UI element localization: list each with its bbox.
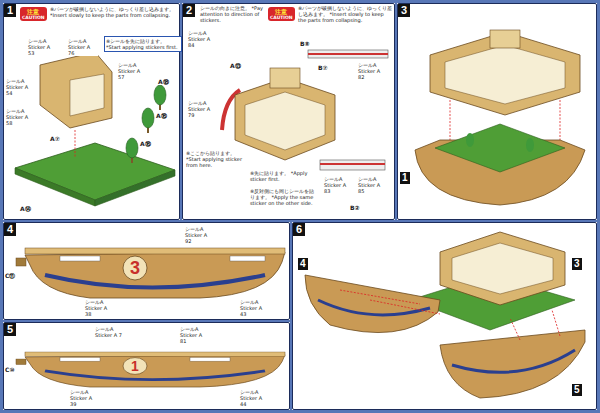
sticker-label: シールA Sticker A 43 [240,299,270,317]
part-number: A⑱ [158,78,169,85]
sticker-label: シールA Sticker A 39 [70,389,100,407]
sticker-label: シールA Sticker A 82 [358,62,388,80]
caution-badge: 注意CAUTION [268,7,295,21]
part-number: A⑦ [50,135,60,142]
step-number: 5 [4,323,16,336]
step-number: 6 [293,223,305,236]
step-number: 3 [398,4,410,17]
sticker-label: シールA Sticker A 38 [85,299,115,317]
instruction-note: ※シールを先に貼ります。 *Start applying stickers fi… [104,36,182,52]
step-panel: 3 [397,3,597,220]
sticker-label: シールA Sticker A 83 [324,176,354,194]
part-number: A⑯ [156,112,167,119]
part-number: B② [350,204,360,211]
sticker-label: シールA Sticker A 92 [185,226,215,244]
sticker-label: シールA Sticker A 57 [118,62,148,80]
callout-number: 5 [572,384,582,396]
part-number: B⑦ [318,64,328,71]
sticker-label: シールA Sticker A 58 [6,108,36,126]
instruction-note: ※反対側にも同じシールを貼ります。 *Apply the same sticke… [250,188,316,206]
caution-en: CAUTION [22,15,45,20]
hull-number: 1 [125,358,145,374]
instruction-note: ※パーツが破損しないように、ゆっくり差し込みます。 *Insert slowly… [298,5,393,23]
hull-number: 3 [125,258,145,278]
caution-jp: 注意 [22,8,45,15]
part-number: C⑩ [5,366,14,373]
instruction-note: ※ここから貼ります。 *Start applying sticker from … [186,150,244,168]
caution-jp: 注意 [270,8,293,15]
callout-number: 4 [298,258,308,270]
caution-en: CAUTION [270,15,293,20]
step-number: 2 [183,4,195,17]
sticker-label: シールA Sticker A 76 [68,38,98,56]
sticker-label: シールA Sticker A 44 [240,389,270,407]
step-panel: 6 [292,222,597,410]
sticker-label: シールA Sticker A 53 [28,38,58,56]
step-number: 4 [4,223,16,236]
part-number: A⑯ [140,140,151,147]
part-number: B⑧ [300,40,310,47]
sticker-label: シールA Sticker A 84 [188,30,218,48]
part-number: C⑪ [5,272,15,279]
sticker-label: シールA Sticker A 85 [358,176,388,194]
part-number: A⑭ [20,205,31,212]
sticker-label: シールA Sticker A 54 [6,78,36,96]
instruction-note: ※先に貼ります。 *Apply sticker first. [250,170,312,182]
sticker-label: シールA Sticker A 81 [180,326,210,344]
sticker-label: シールA Sticker A 7 [95,326,125,338]
instruction-note: ※パーツが破損しないように、ゆっくり差し込みます。 *Insert slowly… [50,6,178,18]
sticker-label: シールA Sticker A 79 [188,100,218,118]
part-number: A⑬ [230,62,241,69]
instruction-note: シールの向きに注意。 *Pay attention to direction o… [200,5,264,23]
caution-badge: 注意CAUTION [20,7,47,21]
step-number: 1 [4,4,16,17]
callout-number: 3 [572,258,582,270]
callout-number: 1 [400,172,410,184]
